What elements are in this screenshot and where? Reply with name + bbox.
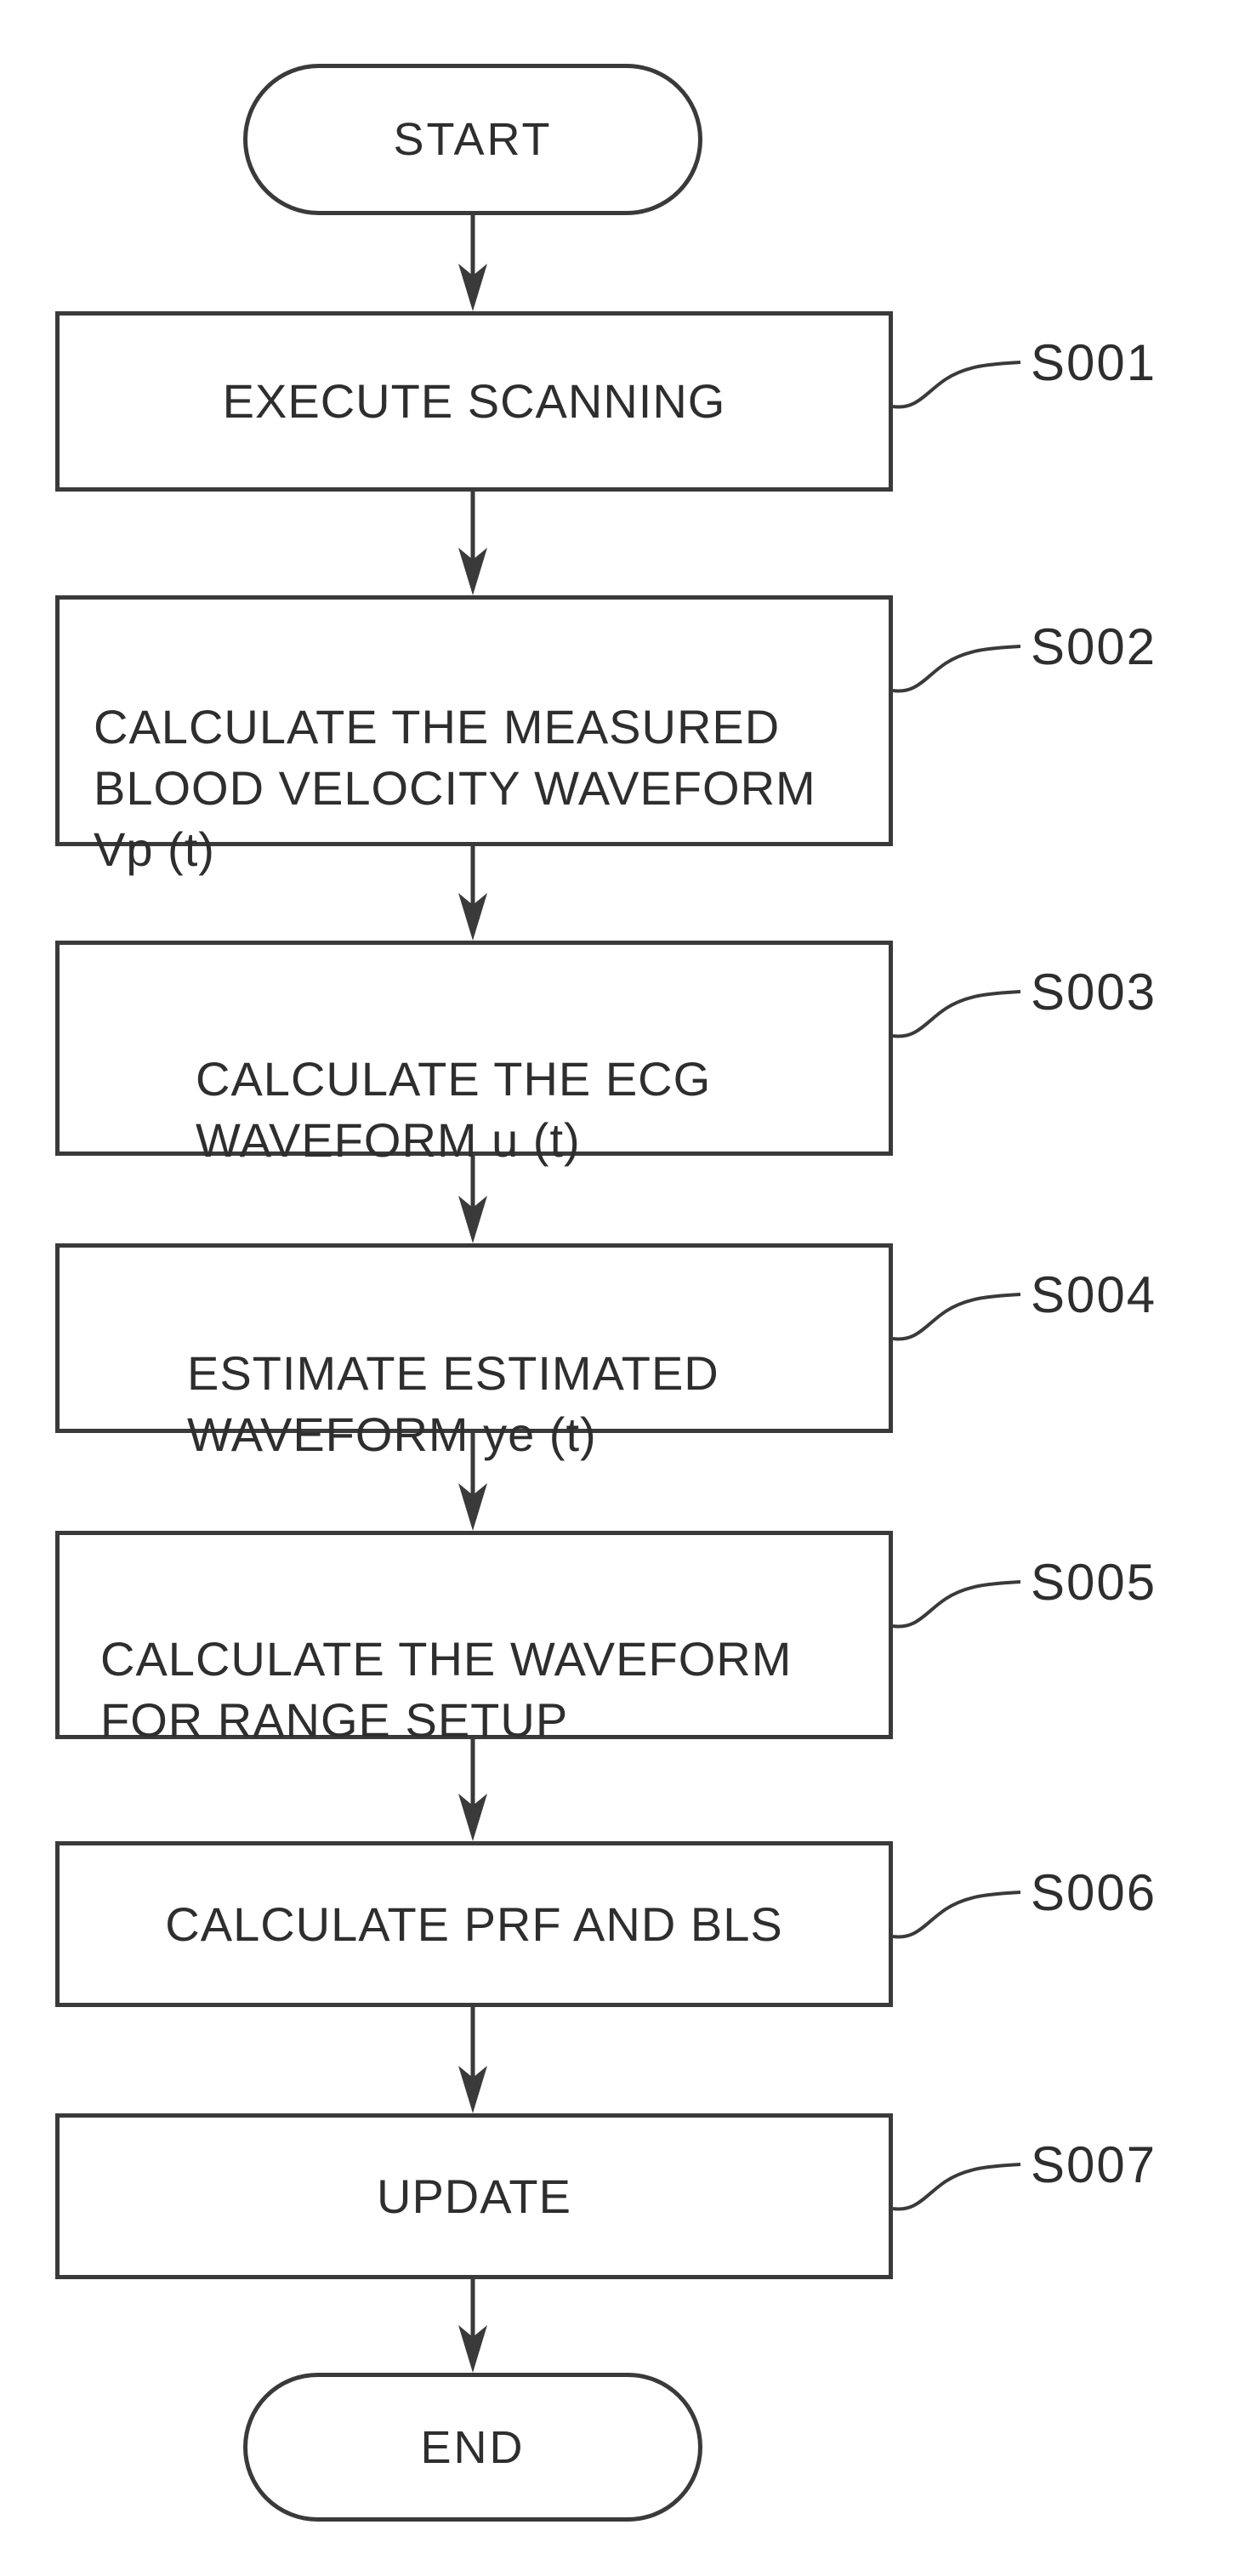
process-label-s006: CALCULATE PRF AND BLS <box>165 1896 783 1951</box>
step-id-s005: S005 <box>1031 1554 1157 1611</box>
flow-arrow-start-s001 <box>458 215 487 311</box>
leader-line-s007 <box>892 2163 1021 2211</box>
step-id-s002: S002 <box>1031 618 1157 675</box>
flow-arrow-s003-s004 <box>458 1156 487 1243</box>
flow-arrow-s001-s002 <box>458 492 487 595</box>
step-id-s006: S006 <box>1031 1864 1157 1921</box>
end-terminal: END <box>243 2373 702 2522</box>
leader-line-s005 <box>892 1580 1021 1629</box>
step-id-s004: S004 <box>1031 1266 1157 1323</box>
process-box-s005: CALCULATE THE WAVEFORM FOR RANGE SETUP <box>55 1531 893 1747</box>
process-box-s004: ESTIMATE ESTIMATED WAVEFORM ye (t) <box>55 1243 893 1461</box>
leader-line-s006 <box>892 1891 1021 1939</box>
process-label-s005: CALCULATE THE WAVEFORM FOR RANGE SETUP <box>100 1632 793 1747</box>
step-id-s001: S001 <box>1031 334 1157 391</box>
process-box-s002: CALCULATE THE MEASURED BLOOD VELOCITY WA… <box>55 595 893 876</box>
process-box-s006: CALCULATE PRF AND BLS <box>55 1841 893 2007</box>
flow-arrow-s002-s003 <box>458 846 487 941</box>
start-label: START <box>393 114 553 165</box>
process-label-s007: UPDATE <box>377 2169 571 2223</box>
leader-line-s003 <box>892 990 1021 1038</box>
process-label-s003: CALCULATE THE ECG WAVEFORM u (t) <box>196 1052 712 1167</box>
process-label-s004: ESTIMATE ESTIMATED WAVEFORM ye (t) <box>187 1346 719 1461</box>
leader-line-s001 <box>892 361 1021 409</box>
flow-arrow-s007-end <box>458 2279 487 2373</box>
step-id-s003: S003 <box>1031 964 1157 1021</box>
process-box-s001: EXECUTE SCANNING <box>55 311 893 492</box>
process-box-s007: UPDATE <box>55 2113 893 2279</box>
flow-arrow-s006-s007 <box>458 2007 487 2113</box>
process-box-s003: CALCULATE THE ECG WAVEFORM u (t) <box>55 941 893 1167</box>
step-id-s007: S007 <box>1031 2136 1157 2193</box>
flow-arrow-s005-s006 <box>458 1739 487 1841</box>
leader-line-s002 <box>892 645 1021 693</box>
process-label-s001: EXECUTE SCANNING <box>222 374 726 428</box>
leader-line-s004 <box>892 1293 1021 1341</box>
start-terminal: START <box>243 64 702 215</box>
end-label: END <box>420 2421 526 2473</box>
flow-arrow-s004-s005 <box>458 1433 487 1531</box>
process-label-s002: CALCULATE THE MEASURED BLOOD VELOCITY WA… <box>94 700 816 876</box>
